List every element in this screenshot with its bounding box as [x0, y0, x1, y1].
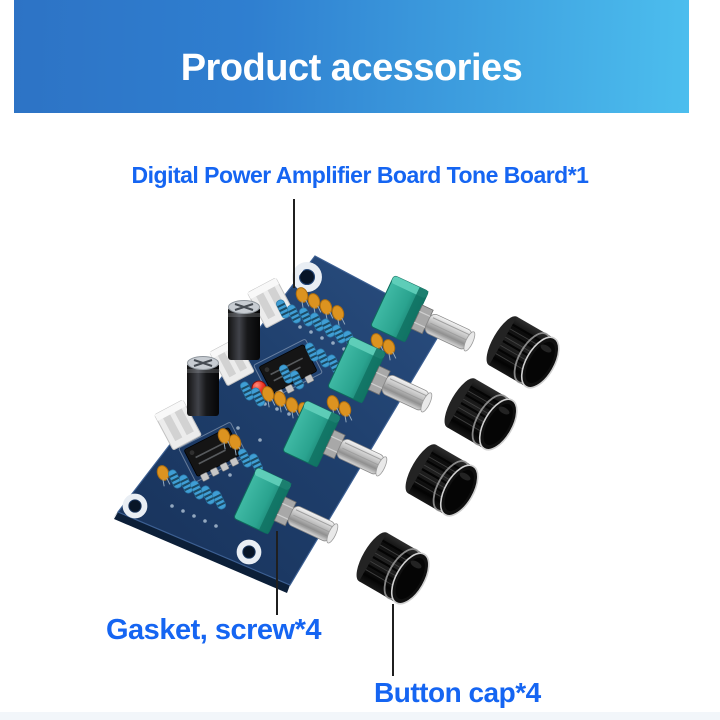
board-label: Digital Power Amplifier Board Tone Board…: [131, 162, 589, 188]
pcb-board: [113, 255, 485, 593]
board-annotation-line: [293, 199, 295, 288]
buttoncap-label: Button cap*4: [374, 677, 541, 708]
knob-cap: [398, 438, 487, 523]
gasket-label: Gasket, screw*4: [106, 614, 321, 646]
gasket-annotation-line: [276, 531, 278, 615]
electrolytic-capacitor: [186, 355, 220, 417]
knob-cap: [349, 526, 438, 611]
knob-cap: [479, 310, 568, 395]
knob-cap: [437, 372, 526, 457]
banner: Product acessories: [14, 0, 689, 113]
bottom-strip: [0, 712, 720, 720]
pcb-bottom-edge: [114, 512, 290, 593]
buttoncap-annotation-line: [392, 604, 394, 676]
electrolytic-capacitor: [227, 299, 261, 361]
banner-title: Product acessories: [180, 47, 523, 89]
